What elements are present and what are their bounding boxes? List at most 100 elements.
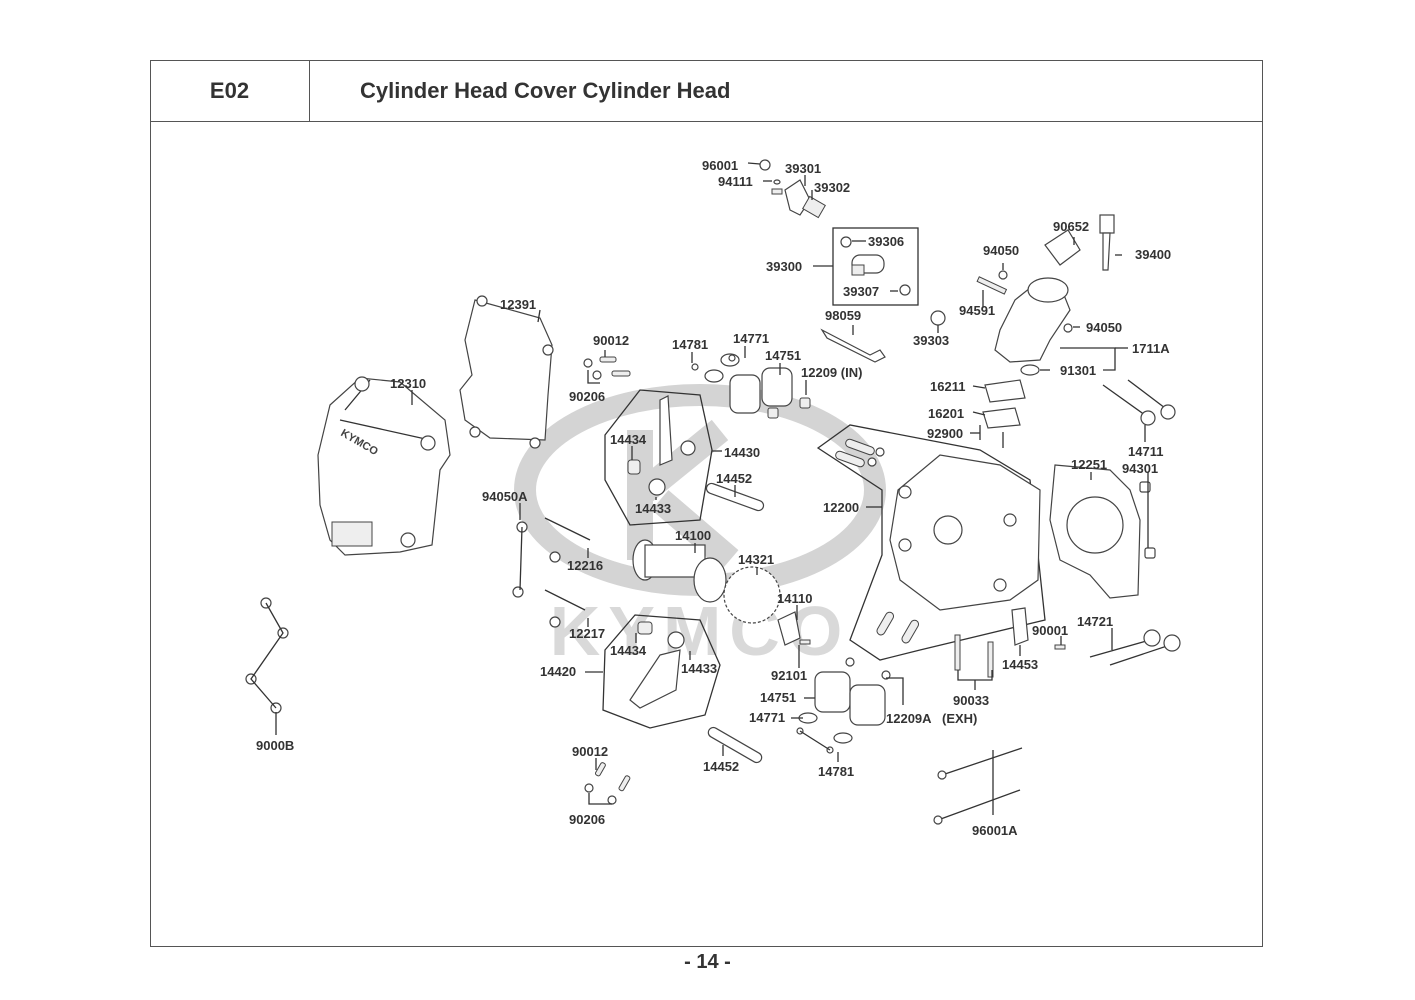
label-90206-upper: 90206 (569, 389, 605, 404)
rocker-arm-exhaust (629, 621, 685, 709)
label-14434-lower: 14434 (610, 643, 647, 658)
label-14433-lower: 14433 (681, 661, 717, 676)
label-16201: 16201 (928, 406, 964, 421)
label-9000B: 9000B (256, 738, 294, 753)
label-12209A: 12209A (886, 711, 932, 726)
label-94050-side: 94050 (1086, 320, 1122, 335)
label-39303: 39303 (913, 333, 949, 348)
bolt (1054, 644, 1066, 650)
valve-springs-in (704, 353, 811, 419)
label-12216: 12216 (567, 558, 603, 573)
label-90012-upper: 90012 (593, 333, 629, 348)
long-bolts (933, 747, 1023, 825)
label-14433-upper: 14433 (635, 501, 671, 516)
rocker-arm-ex-box (602, 614, 721, 729)
part-labels: 96001 94111 39301 39302 39306 39300 3930… (256, 158, 1171, 838)
camshaft (632, 539, 727, 603)
label-14420: 14420 (540, 664, 576, 679)
label-39400: 39400 (1135, 247, 1171, 262)
label-14452-upper: 14452 (716, 471, 752, 486)
diagram-frame (150, 60, 1263, 947)
label-14751-lower: 14751 (760, 690, 796, 705)
label-98059: 98059 (825, 308, 861, 323)
rocker-arm-in-box (604, 389, 713, 526)
injector-bracket (759, 159, 826, 219)
label-39301: 39301 (785, 161, 821, 176)
cam-sprocket (723, 566, 781, 624)
label-94050A: 94050A (482, 489, 528, 504)
label-90652: 90652 (1053, 219, 1089, 234)
label-14453: 14453 (1002, 657, 1038, 672)
label-12200: 12200 (823, 500, 859, 515)
label-90206-lower: 90206 (569, 812, 605, 827)
label-exh: (EXH) (942, 711, 977, 726)
label-92900: 92900 (927, 426, 963, 441)
label-90033: 90033 (953, 693, 989, 708)
label-14110: 14110 (777, 591, 812, 606)
label-14721: 14721 (1077, 614, 1113, 629)
kymco-watermark: KYMCO (514, 384, 886, 670)
label-94591: 94591 (959, 303, 995, 318)
label-14100: 14100 (675, 528, 711, 543)
label-39302: 39302 (814, 180, 850, 195)
label-39307: 39307 (843, 284, 879, 299)
label-39306: 39306 (868, 234, 904, 249)
label-92101: 92101 (771, 668, 807, 683)
o-ring (930, 310, 946, 326)
cam-retainer (777, 611, 801, 646)
label-1711A: 1711A (1132, 341, 1170, 356)
label-14711: 14711 (1128, 444, 1163, 459)
label-94050-top: 94050 (983, 243, 1019, 258)
insulator-gaskets (979, 379, 1026, 448)
page-number: - 14 - (684, 951, 731, 973)
label-14321: 14321 (738, 552, 774, 567)
spark-plug (820, 328, 886, 363)
label-14430: 14430 (724, 445, 760, 460)
exhaust-valves (1089, 629, 1181, 666)
label-16211: 16211 (930, 379, 965, 394)
cover-bolts (245, 597, 289, 714)
plugs-lower (584, 762, 631, 805)
leader-lines (275, 162, 1149, 815)
label-12209-in: 12209 (IN) (801, 365, 862, 380)
label-94111: 94111 (718, 174, 753, 189)
label-14751-upper: 14751 (765, 348, 801, 363)
rocker-arm-intake (627, 395, 696, 496)
guide-plate (1011, 607, 1029, 646)
fuel-injector (840, 236, 911, 296)
studs (954, 634, 994, 678)
cylinder-head-gasket (1049, 464, 1141, 599)
cam-links (512, 517, 591, 628)
label-12391: 12391 (500, 297, 536, 312)
rocker-shaft (707, 726, 763, 764)
cylinder-head-cover: KYMCO (317, 376, 451, 556)
label-12251: 12251 (1071, 457, 1107, 472)
label-90012-lower: 90012 (572, 744, 608, 759)
label-14771-upper: 14771 (733, 331, 769, 346)
intake-valves (1102, 379, 1176, 426)
page-title: Cylinder Head Cover Cylinder Head (310, 60, 1263, 122)
label-14771-lower: 14771 (749, 710, 785, 725)
plugs-upper (583, 354, 736, 380)
label-12217: 12217 (569, 626, 605, 641)
label-12310: 12310 (390, 376, 426, 391)
label-14781-upper: 14781 (672, 337, 708, 352)
label-94301: 94301 (1122, 461, 1158, 476)
cylinder-head (835, 438, 1041, 644)
valve-springs-ex (798, 657, 891, 744)
label-96001: 96001 (702, 158, 738, 173)
label-14434-upper: 14434 (610, 432, 647, 447)
label-96001A: 96001A (972, 823, 1018, 838)
cylinder-head-group-box (816, 424, 1046, 661)
label-39300: 39300 (766, 259, 802, 274)
head-cover-gasket (459, 295, 554, 449)
section-code: E02 (150, 60, 310, 122)
bolt (799, 639, 811, 645)
label-90001: 90001 (1032, 623, 1068, 638)
label-14781-lower: 14781 (818, 764, 854, 779)
label-14452-lower: 14452 (703, 759, 739, 774)
intake-manifold (976, 214, 1115, 376)
cotters-ex (796, 727, 834, 754)
dowel-pin (1144, 547, 1156, 559)
